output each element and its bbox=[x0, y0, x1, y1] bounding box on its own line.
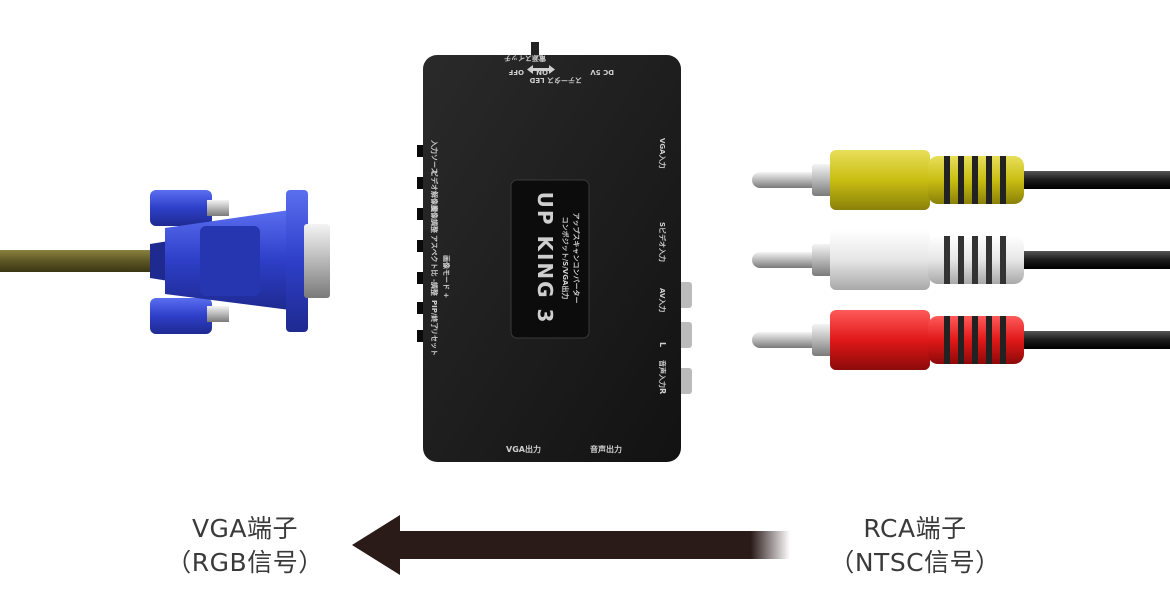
label-vga-in: VGA入力 bbox=[658, 138, 667, 169]
caption-rca-title: RCA端子 bbox=[863, 514, 967, 543]
label-pip-end: PIP/終了 bbox=[430, 300, 439, 329]
label-r: R bbox=[658, 388, 667, 394]
label-on: ON bbox=[536, 68, 548, 76]
converter-device: UP KING 3 コンポジット/S/VGA出力 アップスキャンコンバーター D… bbox=[417, 42, 692, 462]
label-audio-out: 音声出力 bbox=[590, 444, 622, 454]
label-audio-in: 音声入力 bbox=[658, 360, 667, 388]
device-description-2: アップスキャンコンバーター bbox=[572, 213, 581, 304]
signal-direction-arrow-icon bbox=[352, 515, 790, 575]
label-off: OFF bbox=[508, 68, 524, 76]
label-av-in: AV入力 bbox=[658, 288, 667, 312]
caption-vga-terminal: VGA端子 （RGB信号） bbox=[120, 512, 370, 580]
label-video-resolution: ビデオ解像度 bbox=[430, 170, 439, 213]
label-vga-out: VGA出力 bbox=[506, 444, 541, 454]
label-input-source: 入力ソース bbox=[430, 139, 439, 175]
caption-vga-title: VGA端子 bbox=[191, 514, 299, 543]
label-power-switch: 電源スイッチ bbox=[504, 54, 546, 63]
caption-rca-subtitle: （NTSC信号） bbox=[829, 548, 1001, 577]
label-l: L bbox=[658, 342, 667, 347]
rca-cables bbox=[752, 150, 1170, 370]
label-dc5v: DC 5V bbox=[590, 68, 614, 76]
label-image-mode: 画像モード + bbox=[442, 255, 451, 298]
caption-rca-terminal: RCA端子 （NTSC信号） bbox=[790, 512, 1040, 580]
label-svideo-in: Sビデオ入力 bbox=[658, 222, 667, 262]
label-reset: リセット bbox=[430, 328, 438, 356]
device-brand: UP KING 3 bbox=[533, 192, 557, 325]
device-description-1: コンポジット/S/VGA出力 bbox=[561, 217, 570, 300]
vga-cable bbox=[0, 240, 175, 282]
label-aspect-adjust: アスペクト比 -調整 bbox=[430, 235, 439, 296]
power-switch-arrow-icon bbox=[527, 65, 555, 74]
label-status-led: ステータス LED bbox=[529, 76, 582, 85]
label-image-adjust: 画像調整 bbox=[430, 205, 439, 233]
vga-connector bbox=[150, 190, 330, 334]
caption-vga-subtitle: （RGB信号） bbox=[166, 548, 324, 577]
